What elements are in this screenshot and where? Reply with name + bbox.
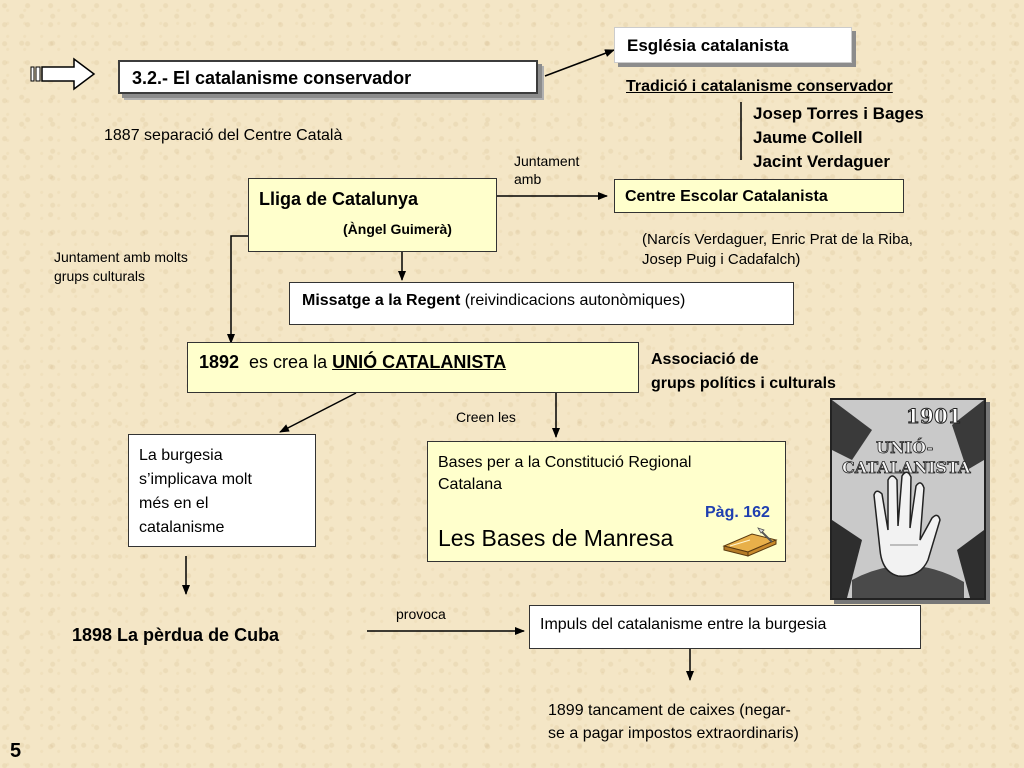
missatge-rest: (reivindicacions autonòmiques) xyxy=(460,292,686,309)
impuls-text: Impuls del catalanisme entre la burgesia xyxy=(540,616,827,633)
block-arrow-icon xyxy=(30,57,96,91)
centre-escolar-box: Centre Escolar Catalanista xyxy=(614,179,904,213)
missatge-text: Missatge a la Regent (reivindicacions au… xyxy=(302,292,685,310)
arrow-unio-to-burgesia xyxy=(279,392,357,433)
centre-escolar-members: (Narcís Verdaguer, Enric Prat de la Riba… xyxy=(642,231,913,268)
unio-catalanista-poster: 1901 UNIÓ- CATALANISTA xyxy=(830,398,986,600)
unio-year: 1892 xyxy=(199,352,240,372)
lliga-author: (Àngel Guimerà) xyxy=(343,221,452,237)
associacio-label: Associació de grups polítics i culturals xyxy=(651,351,836,392)
juntament-amb-label: Juntament amb xyxy=(514,153,580,187)
unio-text: 1892 es crea la UNIÓ CATALANISTA xyxy=(199,352,506,373)
impuls-box: Impuls del catalanisme entre la burgesia xyxy=(529,605,921,649)
juntament-grups-label: Juntament amb molts grups culturals xyxy=(54,249,188,284)
unio-name: UNIÓ CATALANISTA xyxy=(332,352,507,372)
burgesia-text: La burgesia s’implicava molt més en el c… xyxy=(139,447,252,536)
page-number: 5 xyxy=(10,740,22,762)
unio-box: 1892 es crea la UNIÓ CATALANISTA xyxy=(187,342,639,393)
missatge-box: Missatge a la Regent (reivindicacions au… xyxy=(289,282,794,325)
arrow-title-to-esglesia xyxy=(544,49,615,77)
bases-box: Bases per a la Constitució Regional Cata… xyxy=(427,441,786,562)
burgesia-box: La burgesia s’implicava molt més en el c… xyxy=(128,434,316,547)
centre-escolar-title: Centre Escolar Catalanista xyxy=(625,188,828,205)
provoca-label: provoca xyxy=(396,606,446,622)
poster-line2: CATALANISTA xyxy=(842,458,971,478)
slide-title: 3.2.- El catalanisme conservador xyxy=(132,68,412,88)
missatge-bold: Missatge a la Regent xyxy=(302,292,461,309)
poster-artwork xyxy=(832,400,984,598)
book-icon[interactable] xyxy=(720,526,780,558)
cuba-text: 1898 La pèrdua de Cuba xyxy=(72,625,280,645)
poster-year: 1901 xyxy=(906,404,963,429)
tancament-text: 1899 tancament de caixes (negar- se a pa… xyxy=(548,702,799,742)
arrow-lliga-to-unio xyxy=(227,235,249,344)
name-item: Jaume Collell xyxy=(753,128,863,147)
esglesia-names: Josep Torres i Bages Jaume Collell Jacin… xyxy=(753,102,924,174)
name-item: Jacint Verdaguer xyxy=(753,152,891,171)
creen-les-label: Creen les xyxy=(456,409,516,425)
name-item: Josep Torres i Bages xyxy=(753,104,924,123)
bases-title: Les Bases de Manresa xyxy=(438,525,674,551)
esglesia-subtitle: Tradició i catalanisme conservador xyxy=(626,78,893,95)
page-reference[interactable]: Pàg. 162 xyxy=(705,504,770,521)
esglesia-box: Església catalanista xyxy=(614,27,852,63)
bases-subtitle: Bases per a la Constitució Regional Cata… xyxy=(438,454,692,493)
separacio-text: 1887 separació del Centre Català xyxy=(104,127,343,144)
lliga-title: Lliga de Catalunya xyxy=(259,189,419,209)
poster-line1: UNIÓ- xyxy=(876,438,934,458)
lliga-box: Lliga de Catalunya (Àngel Guimerà) xyxy=(248,178,497,252)
esglesia-title: Església catalanista xyxy=(627,36,789,55)
slide-title-box: 3.2.- El catalanisme conservador xyxy=(118,60,538,94)
unio-middle: es crea la xyxy=(239,352,333,372)
